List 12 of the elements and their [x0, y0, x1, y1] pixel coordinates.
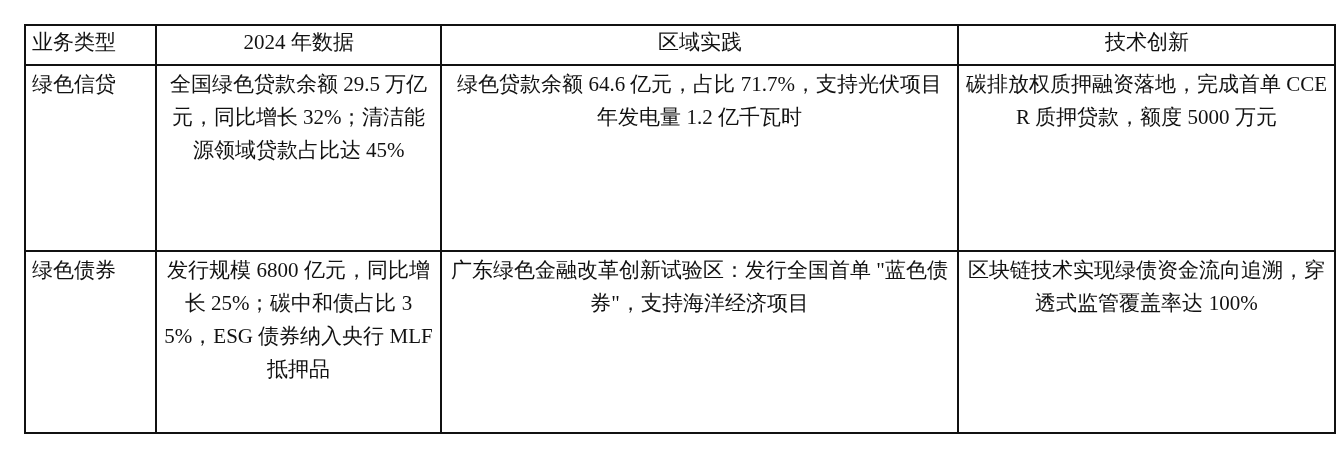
- table-cell: 绿色贷款余额 64.6 亿元，占比 71.7%，支持光伏项目年发电量 1.2 亿千瓦时: [441, 65, 958, 251]
- row-header: 绿色信贷: [25, 65, 156, 251]
- row-header: 绿色债券: [25, 251, 156, 433]
- table-cell: 碳排放权质押融资落地，完成首单 CCER 质押贷款，额度 5000 万元: [958, 65, 1335, 251]
- table-cell: 全国绿色贷款余额 29.5 万亿元，同比增长 32%；清洁能源领域贷款占比达 45%: [156, 65, 441, 251]
- column-header: 业务类型: [25, 25, 156, 65]
- table-cell: 广东绿色金融改革创新试验区：发行全国首单 "蓝色债券"，支持海洋经济项目: [441, 251, 958, 433]
- column-header: 2024 年数据: [156, 25, 441, 65]
- column-header: 区域实践: [441, 25, 958, 65]
- table-cell: 区块链技术实现绿债资金流向追溯，穿透式监管覆盖率达 100%: [958, 251, 1335, 433]
- column-header: 技术创新: [958, 25, 1335, 65]
- table-cell: 发行规模 6800 亿元，同比增长 25%；碳中和债占比 35%，ESG 债券纳入央行 MLF 抵押品: [156, 251, 441, 433]
